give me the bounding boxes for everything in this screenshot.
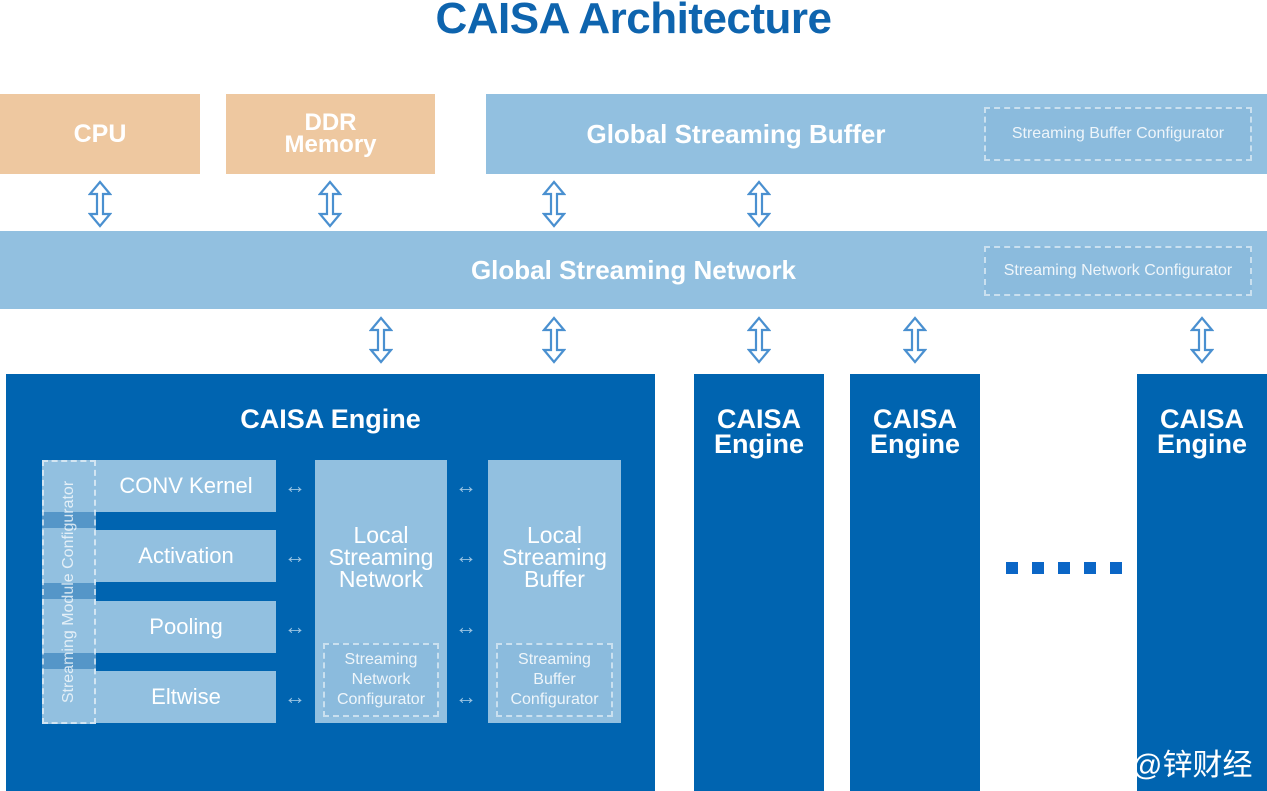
caisa-engine-n: CAISA Engine	[1137, 374, 1267, 791]
global-buffer-label: Global Streaming Buffer	[586, 118, 886, 149]
config-line: Streaming	[518, 651, 591, 668]
module-configurator-label: Streaming Module Configurator	[60, 480, 77, 704]
streaming-buffer-configurator: Streaming Buffer Configurator	[984, 107, 1252, 161]
module-label: Pooling	[149, 614, 223, 639]
engine-title-line2: Engine	[1156, 429, 1247, 459]
engine-title: CAISA Engine	[240, 404, 421, 434]
module-eltwise: Eltwise	[96, 671, 276, 723]
cpu-block: CPU	[0, 94, 200, 174]
cpu-label: CPU	[73, 119, 127, 148]
bidirectional-arrow-icon	[369, 316, 393, 364]
module-activation: Activation	[96, 530, 276, 582]
configurator-band	[42, 653, 96, 669]
module-pooling: Pooling	[96, 601, 276, 653]
local-network-label-line1: Local	[353, 522, 409, 548]
horizontal-arrow-icon: ↔	[455, 614, 477, 639]
local-streaming-buffer: Local Streaming Buffer Streaming Buffer …	[488, 460, 621, 723]
buffer-configurator-label: Streaming Buffer Configurator	[1011, 125, 1225, 142]
module-label: CONV Kernel	[119, 473, 253, 498]
local-network-label-line3: Network	[338, 566, 424, 592]
bidirectional-arrow-icon	[747, 316, 771, 364]
config-line: Configurator	[510, 691, 599, 708]
ddr-memory-block: DDR Memory	[226, 94, 435, 174]
configurator-band	[42, 512, 96, 528]
watermark: @锌财经	[1132, 749, 1253, 782]
ellipsis-dot	[1084, 562, 1096, 574]
local-buffer-label-line2: Streaming	[502, 544, 607, 570]
streaming-network-configurator: Streaming Network Configurator	[984, 246, 1252, 296]
config-line: Buffer	[533, 671, 576, 688]
local-streaming-network: Local Streaming Network Streaming Networ…	[315, 460, 447, 723]
horizontal-arrow-icon: ↔	[284, 543, 306, 568]
bidirectional-arrow-icon	[747, 180, 771, 228]
bidirectional-arrow-icon	[903, 316, 927, 364]
bidirectional-arrow-icon	[542, 316, 566, 364]
engine-title-line1: CAISA	[872, 404, 957, 434]
caisa-engine-2: CAISA Engine	[694, 374, 824, 791]
global-streaming-network-block: Global Streaming Network Streaming Netwo…	[0, 231, 1267, 309]
engine-title-line2: Engine	[869, 429, 960, 459]
local-buffer-configurator: Streaming Buffer Configurator	[496, 643, 613, 717]
local-network-label-line2: Streaming	[328, 544, 434, 570]
global-network-label: Global Streaming Network	[470, 254, 797, 285]
engine-title: CAISA Engine	[1137, 404, 1267, 459]
config-line: Configurator	[336, 691, 426, 708]
local-network-configurator: Streaming Network Configurator	[323, 643, 439, 717]
ddr-label-line2: Memory	[284, 131, 377, 158]
ellipsis-dots	[1006, 562, 1126, 574]
horizontal-arrow-icon: ↔	[284, 684, 306, 709]
module-label: Eltwise	[151, 684, 221, 709]
streaming-module-configurator	[42, 460, 96, 724]
bidirectional-arrow-icon	[88, 180, 112, 228]
bidirectional-arrow-icon	[318, 180, 342, 228]
engine-title-line1: CAISA	[716, 404, 801, 434]
horizontal-arrow-icon: ↔	[455, 473, 477, 498]
engine-title: CAISA Engine	[694, 404, 824, 459]
bidirectional-arrow-icon	[542, 180, 566, 228]
horizontal-arrow-icon: ↔	[455, 543, 477, 568]
engine-title: CAISA Engine	[850, 404, 980, 459]
engine-title-line2: Engine	[713, 429, 804, 459]
module-conv-kernel: CONV Kernel	[96, 460, 276, 512]
global-streaming-buffer-block: Global Streaming Buffer Streaming Buffer…	[486, 94, 1267, 174]
engine-title-line1: CAISA	[1159, 404, 1244, 434]
horizontal-arrow-icon: ↔	[284, 473, 306, 498]
config-line: Network	[351, 671, 411, 688]
caisa-engine-main: CAISA Engine Streaming Module Configurat…	[6, 374, 655, 791]
ellipsis-dot	[1058, 562, 1070, 574]
horizontal-arrow-icon: ↔	[455, 684, 477, 709]
horizontal-arrow-icon: ↔	[284, 614, 306, 639]
module-label: Activation	[138, 543, 234, 568]
diagram-title: CAISA Architecture	[435, 0, 832, 43]
network-configurator-label: Streaming Network Configurator	[1003, 262, 1233, 279]
configurator-band	[42, 583, 96, 599]
local-buffer-label-line3: Buffer	[524, 566, 585, 592]
ellipsis-dot	[1032, 562, 1044, 574]
ddr-label-line1: DDR	[304, 109, 357, 136]
caisa-engine-3: CAISA Engine	[850, 374, 980, 791]
ellipsis-dot	[1110, 562, 1122, 574]
local-buffer-label-line1: Local	[527, 522, 582, 548]
bidirectional-arrow-icon	[1190, 316, 1214, 364]
config-line: Streaming	[344, 651, 418, 668]
ellipsis-dot	[1006, 562, 1018, 574]
